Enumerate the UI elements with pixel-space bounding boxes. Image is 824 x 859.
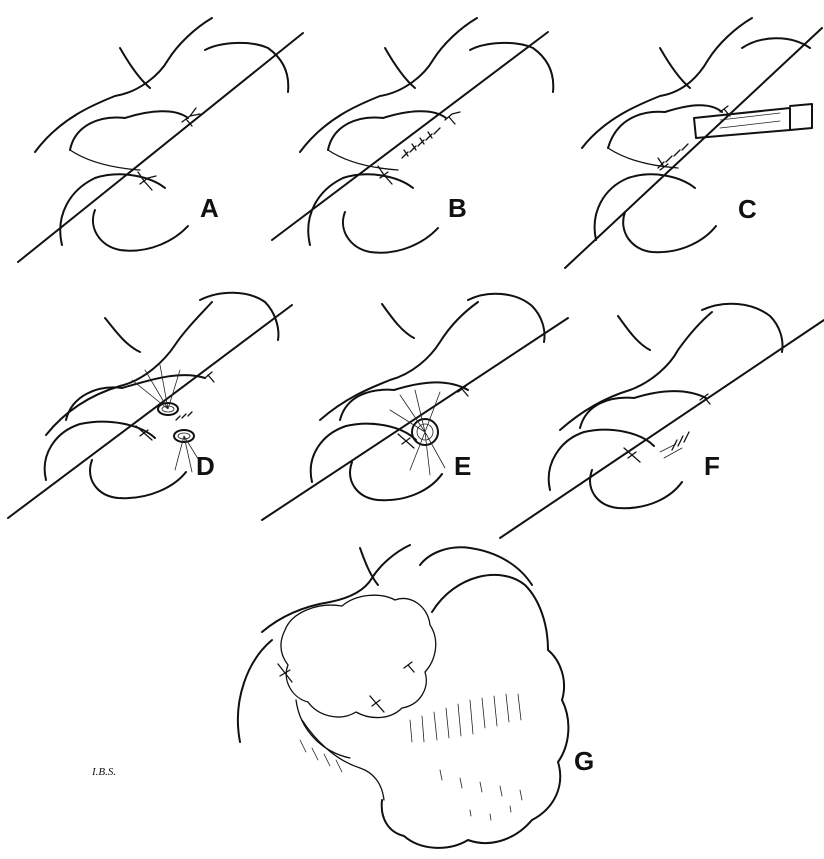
panel-a: A: [18, 18, 303, 262]
panel-a-drawing: [18, 18, 303, 262]
panel-b-drawing: [272, 18, 553, 253]
panel-label-c: C: [738, 194, 757, 224]
panel-f: F: [500, 304, 824, 538]
panel-e: E: [262, 294, 568, 520]
artist-signature: I.B.S.: [91, 766, 116, 778]
panel-label-a: A: [200, 193, 219, 223]
panel-e-drawing: [262, 294, 568, 520]
panel-c-drawing: [565, 18, 822, 268]
panel-f-drawing: [500, 304, 824, 538]
panel-label-f: F: [704, 451, 720, 481]
panel-label-g: G: [574, 746, 594, 776]
panel-label-e: E: [454, 451, 471, 481]
panel-d-drawing: [8, 293, 292, 518]
panel-c: C: [565, 18, 822, 268]
panel-b: B: [272, 18, 553, 253]
panel-g: G: [238, 545, 594, 848]
panel-label-b: B: [448, 193, 467, 223]
panel-g-drawing: [238, 545, 568, 848]
panel-label-d: D: [196, 451, 215, 481]
panel-d: D: [8, 293, 292, 518]
